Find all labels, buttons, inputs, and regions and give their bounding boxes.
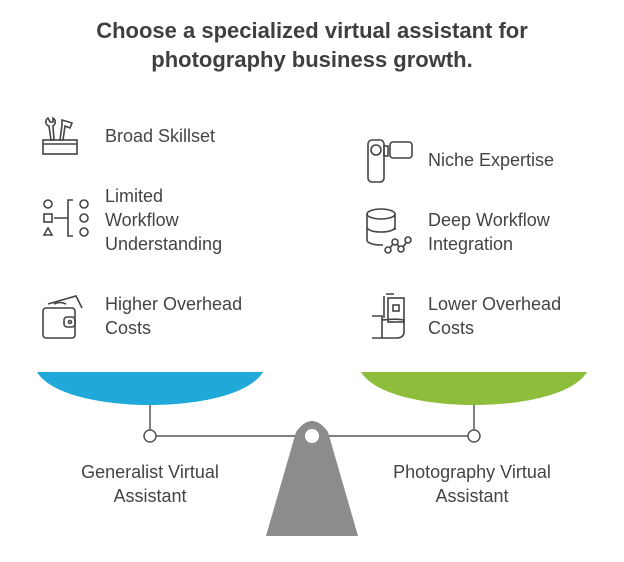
diagram-title: Choose a specialized virtual assistant f… [0,16,624,74]
item-text: Costs [428,318,475,338]
fulcrum [266,421,358,536]
fulcrum-pin [305,429,319,443]
right-option-label: Photography Virtual Assistant [352,460,592,508]
wallet-money-icon [42,295,83,339]
item-text: Broad Skillset [105,126,216,146]
item-text: Integration [428,234,514,254]
item-text: Limited [105,186,164,206]
right-pivot [467,429,481,443]
right-item-deep-workflow: Deep Workflow Integration [428,208,550,256]
item-text: Higher Overhead [105,294,243,314]
camcorder-icon [367,139,413,183]
item-text: Workflow [105,210,179,230]
left-pan [37,372,263,405]
database-network-icon [366,208,412,254]
left-pivot [143,429,157,443]
right-pan [361,372,587,405]
item-text: Deep Workflow [428,210,550,230]
item-text: Understanding [105,234,223,254]
left-option-label: Generalist Virtual Assistant [30,460,270,508]
hand-money-icon [372,293,405,339]
balance-scale [37,372,587,536]
label-line: Assistant [113,486,187,506]
title-line: Choose a specialized virtual assistant f… [96,18,528,43]
workflow-shapes-icon [42,199,89,237]
item-text: Lower Overhead [428,294,562,314]
right-item-lower-costs: Lower Overhead Costs [428,292,561,340]
toolbox-icon [42,116,78,155]
right-item-niche-expertise: Niche Expertise [428,148,554,172]
left-item-broad-skillset: Broad Skillset [105,124,215,148]
item-text: Niche Expertise [428,150,555,170]
label-line: Photography Virtual [393,462,551,482]
left-item-higher-costs: Higher Overhead Costs [105,292,242,340]
label-line: Assistant [435,486,509,506]
item-text: Costs [105,318,152,338]
title-line: photography business growth. [151,47,473,72]
label-line: Generalist Virtual [81,462,219,482]
left-item-limited-workflow: Limited Workflow Understanding [105,184,222,256]
